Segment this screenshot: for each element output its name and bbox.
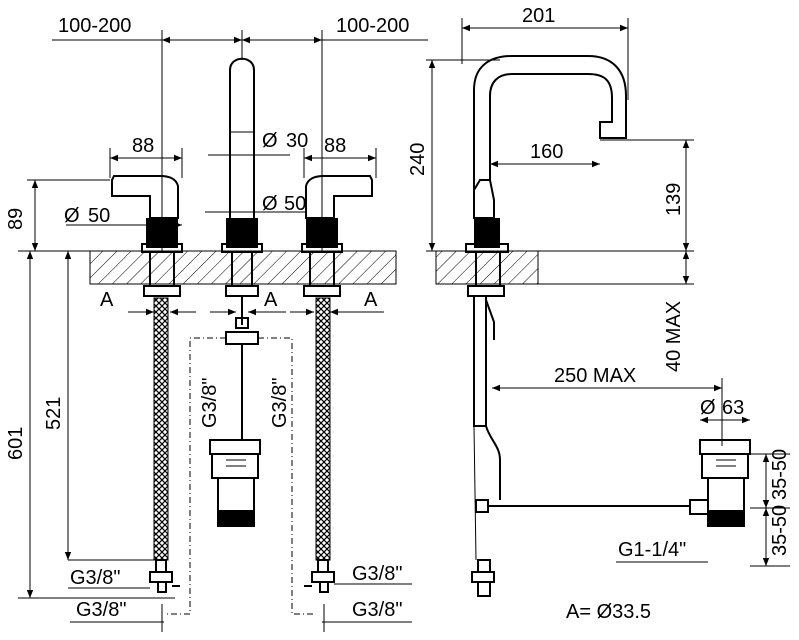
deck-side: [435, 250, 539, 285]
height-above-deck: 89: [5, 208, 27, 230]
drain-dia-sym: Ø: [700, 397, 716, 419]
g-right-lower: G3/8": [352, 599, 402, 621]
right-handle: [301, 175, 373, 297]
spout-reach-total: 201: [522, 5, 555, 27]
left-handle: [111, 175, 183, 297]
handle-dia-sym: Ø: [64, 205, 80, 227]
center-connector: [209, 296, 261, 527]
left-fitting: [149, 559, 180, 593]
side-drain: [689, 439, 751, 527]
hose-height: 521: [43, 397, 65, 430]
side-spout: [473, 55, 627, 200]
a-center-label: A: [264, 289, 278, 311]
deck-max: 40 MAX: [663, 301, 685, 372]
drain-dia: 63: [722, 397, 744, 419]
spread-right-label: 100-200: [336, 15, 409, 37]
front-view: 100-200 100-200 88 88 89 Ø 50 Ø 30 Ø 50: [5, 15, 428, 632]
right-fitting: [304, 559, 335, 593]
hose-right: [315, 297, 331, 561]
handle-left-width: 88: [132, 135, 154, 157]
a-right-label: A: [364, 289, 378, 311]
g-right-upper: G3/8": [352, 563, 402, 585]
drain-height: 35-50: [769, 449, 791, 500]
drain-thread: G1-1/4": [618, 539, 686, 561]
center-spout: [221, 57, 263, 297]
handle-right-width: 88: [324, 135, 346, 157]
spout-reach: 160: [530, 141, 563, 163]
drain-height-2: 35-50: [769, 505, 791, 556]
a-left-label: A: [100, 289, 114, 311]
deck-front: [89, 250, 397, 285]
rod-max: 250 MAX: [554, 365, 636, 387]
spout-dia-sym: Ø: [262, 130, 278, 152]
a-definition: A= Ø33.5: [566, 601, 651, 623]
g-left-lower: G3/8": [76, 599, 126, 621]
g-center-right: G3/8": [269, 378, 291, 428]
handle-dia: 50: [88, 205, 110, 227]
spout-dia: 30: [286, 130, 308, 152]
body-dia: 50: [284, 193, 306, 215]
g-left-upper: G3/8": [70, 567, 120, 589]
spread-left-label: 100-200: [58, 15, 131, 37]
hose-left: [153, 297, 169, 561]
g-center-left: G3/8": [199, 378, 221, 428]
body-dia-sym: Ø: [262, 193, 278, 215]
spout-height: 240: [407, 143, 429, 176]
total-height: 601: [5, 427, 27, 460]
outlet-height: 139: [663, 183, 685, 216]
side-view: 201 240 160 139 40 MAX: [407, 5, 791, 623]
